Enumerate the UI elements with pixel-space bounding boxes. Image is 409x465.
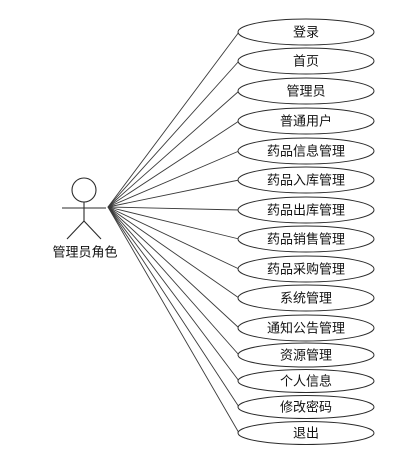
use-case-ellipse <box>237 47 375 75</box>
association-line <box>107 206 240 211</box>
use-case-ellipse <box>237 196 375 224</box>
stick-figure-actor-icon <box>62 177 106 240</box>
actor-label: 管理员角色 <box>52 245 117 261</box>
actor-head <box>71 177 97 203</box>
association-line <box>107 179 240 208</box>
association-line <box>107 206 240 240</box>
use-case-ellipse <box>237 77 375 105</box>
use-case-label: 药品出库管理 <box>267 203 345 219</box>
association-lines <box>107 31 240 434</box>
use-case: 登录 <box>237 18 375 46</box>
use-case-ellipse <box>237 284 375 312</box>
association-line <box>107 150 240 208</box>
association-line <box>107 120 240 208</box>
use-case-label: 资源管理 <box>280 349 332 364</box>
use-case: 个人信息 <box>237 369 375 393</box>
use-case-ellipse <box>237 421 375 445</box>
use-case-ellipse <box>237 342 375 368</box>
use-case: 药品采购管理 <box>237 255 375 283</box>
association-line <box>107 206 240 329</box>
use-case: 普通用户 <box>237 107 375 135</box>
use-case-label: 药品销售管理 <box>267 232 345 248</box>
use-case: 药品销售管理 <box>237 225 375 253</box>
use-case-label: 登录 <box>293 26 319 41</box>
association-line <box>107 206 240 356</box>
association-line <box>107 206 240 270</box>
use-case: 首页 <box>237 47 375 75</box>
use-case: 药品入库管理 <box>237 166 375 194</box>
use-case: 退出 <box>237 421 375 445</box>
use-case: 管理员 <box>237 77 375 105</box>
use-case-ellipse <box>237 255 375 283</box>
use-case: 系统管理 <box>237 284 375 312</box>
use-case-ellipse <box>237 107 375 135</box>
association-line <box>107 206 240 299</box>
use-case-ellipse <box>237 18 375 46</box>
actor-left-leg <box>66 220 85 240</box>
use-case-ellipse <box>237 314 375 342</box>
use-case: 资源管理 <box>237 342 375 368</box>
use-case: 修改密码 <box>237 395 375 419</box>
association-line <box>107 90 240 208</box>
association-line <box>107 31 240 208</box>
use-case: 通知公告管理 <box>237 314 375 342</box>
association-line <box>107 206 240 408</box>
use-case-label: 药品入库管理 <box>267 173 345 189</box>
association-line <box>107 206 240 434</box>
use-case-ellipse <box>237 369 375 393</box>
use-case-label: 个人信息 <box>280 374 332 390</box>
use-case: 药品出库管理 <box>237 196 375 224</box>
actor-right-leg <box>83 220 102 240</box>
association-line <box>107 60 240 208</box>
use-case-label: 系统管理 <box>280 292 332 307</box>
use-case-label: 普通用户 <box>280 114 332 130</box>
use-case-label: 药品采购管理 <box>267 262 345 278</box>
actor: 管理员角色 <box>52 177 118 261</box>
use-case-label: 修改密码 <box>280 400 332 416</box>
use-case-label: 退出 <box>293 427 319 442</box>
use-case-ellipse <box>237 225 375 253</box>
use-case-ellipse <box>237 137 375 165</box>
use-case-label: 管理员 <box>286 85 325 100</box>
use-case: 药品信息管理 <box>237 137 375 165</box>
use-case-list: 登录首页管理员普通用户药品信息管理药品入库管理药品出库管理药品销售管理药品采购管… <box>237 18 375 445</box>
use-case-ellipse <box>237 166 375 194</box>
use-case-label: 通知公告管理 <box>267 321 345 337</box>
use-case-label: 首页 <box>293 55 319 70</box>
use-case-ellipse <box>237 395 375 419</box>
association-line <box>107 206 240 382</box>
use-case-label: 药品信息管理 <box>267 144 345 160</box>
